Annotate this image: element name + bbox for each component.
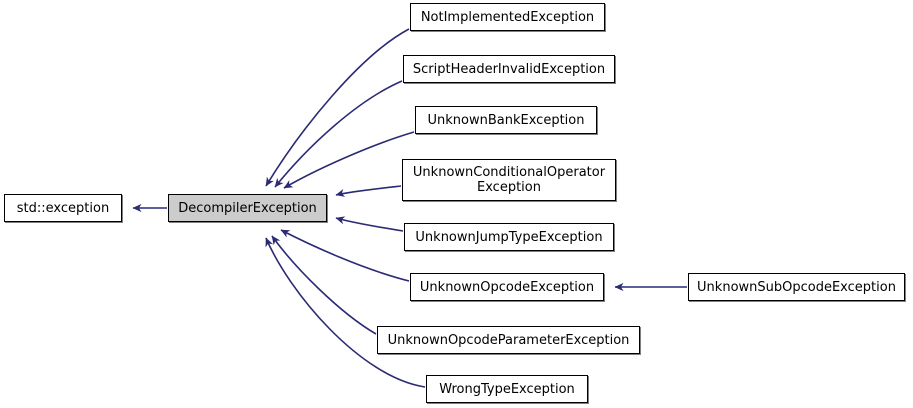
node-wrong-type-exception[interactable]: WrongTypeException: [426, 375, 588, 403]
edge-wrong-type-exception-to-decompiler-exception: [265, 237, 426, 388]
node-label: UnknownOpcodeException: [419, 279, 595, 295]
edge-unknown-bank-exception-to-decompiler-exception: [283, 131, 415, 189]
node-decompiler-exception[interactable]: DecompilerException: [168, 194, 327, 222]
node-label: NotImplementedException: [420, 9, 595, 25]
edge-not-implemented-exception-to-decompiler-exception: [265, 28, 410, 187]
node-unknown-jump-type-exception[interactable]: UnknownJumpTypeException: [404, 223, 614, 251]
node-std-exception[interactable]: std::exception: [4, 194, 122, 222]
node-unknown-sub-opcode-exception[interactable]: UnknownSubOpcodeException: [688, 273, 905, 301]
node-unknown-conditional-operator-exception[interactable]: UnknownConditionalOperator Exception: [402, 159, 616, 201]
edge-script-header-invalid-exception-to-decompiler-exception: [274, 80, 403, 188]
node-label: UnknownJumpTypeException: [415, 229, 603, 245]
edge-unknown-opcode-exception-to-decompiler-exception: [280, 229, 410, 282]
node-unknown-opcode-exception[interactable]: UnknownOpcodeException: [410, 273, 604, 301]
edge-unknown-conditional-operator-exception-to-decompiler-exception: [335, 185, 402, 197]
node-label: std::exception: [16, 200, 110, 216]
edge-unknown-opcode-parameter-exception-to-decompiler-exception: [271, 235, 377, 335]
node-label: ScriptHeaderInvalidException: [412, 61, 606, 77]
node-unknown-opcode-parameter-exception[interactable]: UnknownOpcodeParameterException: [377, 326, 640, 354]
node-label: DecompilerException: [178, 200, 317, 216]
node-label: WrongTypeException: [439, 381, 575, 397]
node-label: UnknownBankException: [427, 112, 585, 128]
node-not-implemented-exception[interactable]: NotImplementedException: [410, 3, 605, 31]
node-label: UnknownConditionalOperator Exception: [412, 165, 606, 195]
node-unknown-bank-exception[interactable]: UnknownBankException: [415, 106, 597, 134]
node-label: UnknownSubOpcodeException: [697, 279, 896, 295]
edge-unknown-jump-type-exception-to-decompiler-exception: [335, 216, 404, 232]
node-label: UnknownOpcodeParameterException: [387, 332, 630, 348]
node-script-header-invalid-exception[interactable]: ScriptHeaderInvalidException: [403, 55, 615, 83]
